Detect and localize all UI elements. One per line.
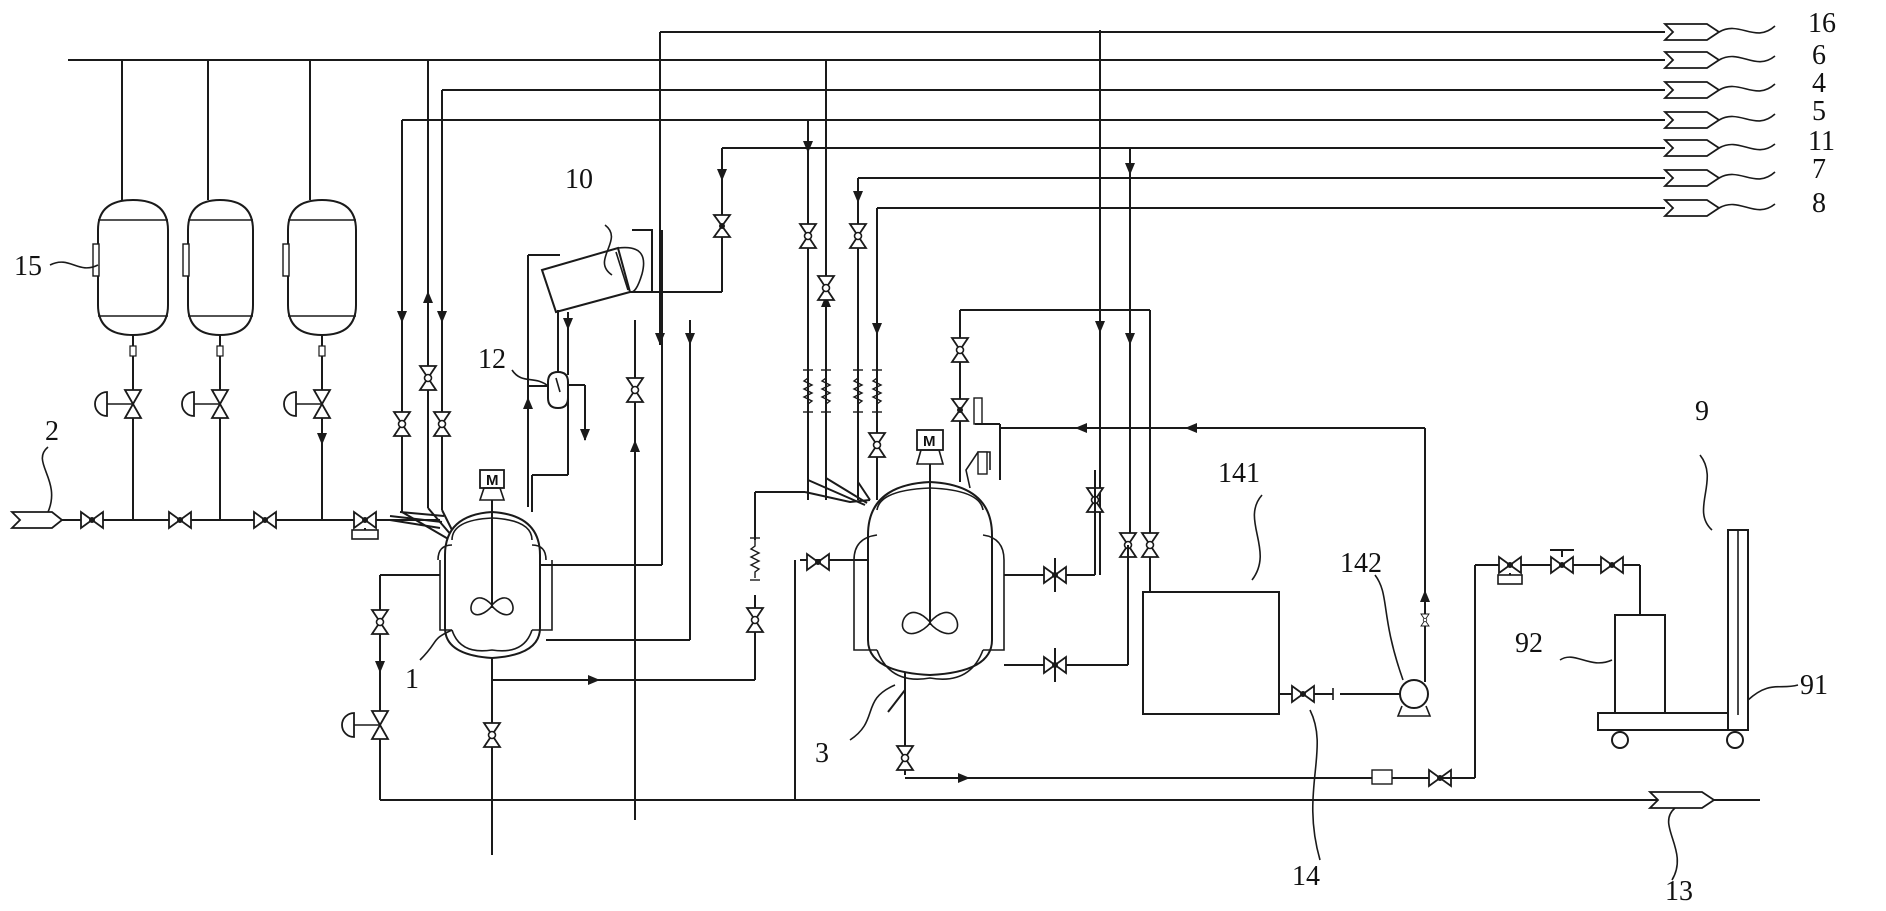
connector-11: [1664, 139, 1720, 157]
condenser-10: [527, 148, 731, 820]
reactor3-feed-lines: [799, 60, 886, 506]
label-142: 142: [1340, 548, 1382, 579]
label-6: 6: [1812, 40, 1826, 71]
label-2: 2: [45, 416, 59, 447]
label-91: 91: [1800, 670, 1828, 701]
label-4: 4: [1812, 68, 1826, 99]
drain-13: [1647, 791, 1716, 881]
separator-12: [528, 310, 590, 441]
motor-label-2: M: [923, 433, 936, 450]
label-3: 3: [815, 738, 829, 769]
connector-7: [1664, 169, 1720, 187]
label-16: 16: [1808, 8, 1836, 39]
tank-141: [1142, 591, 1334, 715]
label-14: 14: [1292, 861, 1320, 892]
reactor1-feed-lines: [393, 60, 455, 541]
label-12: 12: [478, 344, 506, 375]
connector-4: [1664, 81, 1720, 99]
reactor1-piping: [341, 32, 1760, 855]
pump-142: [1340, 428, 1432, 717]
label-92: 92: [1515, 628, 1543, 659]
label-13: 13: [1665, 876, 1693, 907]
feed-line-2: [9, 446, 445, 540]
label-10: 10: [565, 164, 593, 195]
reactor3-piping: [794, 30, 1476, 800]
connector-8: [1664, 199, 1720, 217]
reactor-3: [853, 429, 1005, 680]
motor-label: M: [486, 472, 499, 489]
reactor-1: [437, 469, 553, 660]
connector-5: [1664, 111, 1720, 129]
connector-16: [1664, 23, 1720, 41]
label-7: 7: [1812, 154, 1826, 185]
label-1: 1: [405, 664, 419, 695]
label-15: 15: [14, 251, 42, 282]
label-11: 11: [1808, 126, 1835, 157]
label-8: 8: [1812, 188, 1826, 219]
label-5: 5: [1812, 96, 1826, 127]
connectors-right: [1664, 23, 1776, 217]
leader-lines: [49, 224, 1799, 861]
label-9: 9: [1695, 396, 1709, 427]
label-141: 141: [1218, 458, 1260, 489]
cart-9: [1475, 529, 1749, 749]
storage-tanks: [92, 60, 357, 520]
header-lines: [68, 31, 1665, 209]
connector-6: [1664, 51, 1720, 69]
